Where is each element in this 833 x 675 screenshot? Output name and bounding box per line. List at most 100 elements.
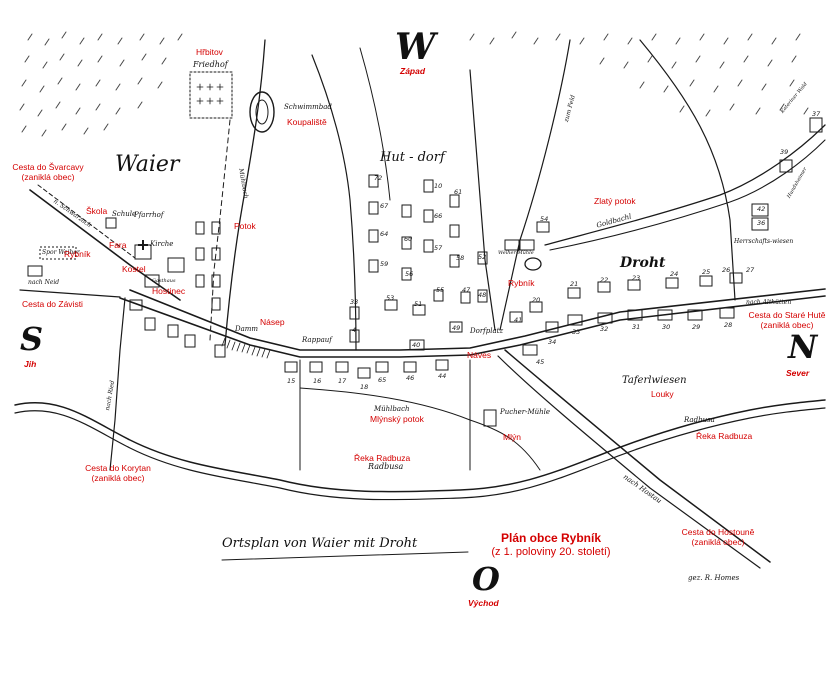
house-number: 21 bbox=[570, 280, 579, 288]
house-number: 55 bbox=[436, 286, 445, 294]
house-number: 27 bbox=[746, 266, 755, 274]
cemetery-outline bbox=[189, 71, 233, 119]
hw-signature: gez. R. Homes bbox=[688, 574, 740, 582]
hw-friedhof: Friedhof bbox=[193, 60, 228, 69]
label-cesta-hostoune: Cesta do Hostouně (zaniklá obec) bbox=[681, 527, 755, 547]
label-cesta-svarcavy: Cesta do Švarcavy (zaniklá obec) bbox=[12, 162, 84, 182]
church-cross bbox=[138, 240, 148, 250]
house-number: 72 bbox=[374, 174, 383, 182]
house-number: 46 bbox=[406, 374, 415, 382]
house-number: 16 bbox=[313, 377, 322, 385]
label-rybnik-west: Rybník bbox=[64, 249, 91, 259]
hw-tafelwiesen: Taferlwiesen bbox=[622, 375, 687, 386]
house-number: 57 bbox=[434, 244, 443, 252]
road-hutdorf-west bbox=[311, 54, 357, 351]
hw-damm: Damm bbox=[235, 325, 259, 333]
house-number: 44 bbox=[438, 372, 447, 380]
house-number: 17 bbox=[338, 377, 347, 385]
house-number: 54 bbox=[540, 215, 549, 223]
hw-rappauf: Rappauf bbox=[302, 336, 332, 344]
house-number: 40 bbox=[412, 341, 421, 349]
house-number: 4 bbox=[352, 326, 357, 334]
hw-gasthaus: Gasthaus bbox=[152, 278, 176, 284]
house-number: 59 bbox=[380, 260, 389, 268]
house-number: 36 bbox=[757, 219, 766, 227]
house-number: 67 bbox=[380, 202, 389, 210]
house-number: 41 bbox=[514, 316, 523, 324]
house-number: 53 bbox=[386, 294, 395, 302]
label-zlaty-potok: Zlatý potok bbox=[594, 196, 636, 206]
road-to-zavisti bbox=[19, 289, 121, 298]
river-radbuza bbox=[14, 399, 826, 493]
label-mlynsky-potok: Mlýnský potok bbox=[370, 414, 424, 424]
label-hostinec: Hostinec bbox=[152, 286, 186, 296]
label-skola: Škola bbox=[86, 206, 108, 216]
house-number: 66 bbox=[434, 212, 443, 220]
hw-nach-althutten: nach Althütten bbox=[746, 299, 792, 306]
compass-south-letter: S bbox=[20, 320, 44, 358]
hw-schule: Schule bbox=[112, 210, 137, 218]
house-number: 64 bbox=[380, 230, 389, 238]
house-number: 22 bbox=[600, 276, 609, 284]
compass-north-label: Sever bbox=[786, 368, 810, 378]
compass-north-letter: N bbox=[788, 328, 818, 366]
label-koupaliste: Koupaliště bbox=[287, 117, 327, 127]
hw-village-waier: Waier bbox=[115, 152, 180, 177]
stream-zlaty-potok bbox=[544, 124, 826, 246]
forest-marks-west bbox=[19, 31, 183, 137]
house-number: 56 bbox=[405, 270, 414, 278]
label-cesta-zavisti: Cesta do Závisti bbox=[22, 299, 83, 309]
label-mlyn: Mlýn bbox=[503, 432, 521, 442]
house-number: 65 bbox=[378, 376, 387, 384]
house-number: 34 bbox=[548, 338, 557, 346]
house-number: 52 bbox=[478, 253, 487, 261]
hw-radbusa-east: Radbusa bbox=[684, 416, 715, 424]
compass-west-letter: W bbox=[395, 26, 436, 68]
label-cesta-stare-hute: Cesta do Staré Hutě (zaniklá obec) bbox=[748, 310, 826, 330]
road-to-svarcavy bbox=[29, 189, 181, 301]
hw-kirche: Kirche bbox=[150, 240, 174, 248]
house-number: 28 bbox=[724, 321, 733, 329]
hw-nach-neid: nach Neid bbox=[28, 279, 60, 286]
house-number: 33 bbox=[350, 298, 359, 306]
label-kostel: Kostel bbox=[122, 264, 146, 274]
house-number: 18 bbox=[360, 383, 369, 391]
house-number: 24 bbox=[670, 270, 679, 278]
swimming-pond bbox=[249, 91, 275, 133]
buildings bbox=[27, 117, 823, 427]
map-subtitle: (z 1. poloviny 20. století) bbox=[491, 546, 611, 558]
house-number: 10 bbox=[434, 182, 443, 190]
house-number: 26 bbox=[722, 266, 731, 274]
label-rybnik-east: Rybník bbox=[508, 278, 535, 288]
house-number: 39 bbox=[780, 148, 789, 156]
house-number: 45 bbox=[536, 358, 545, 366]
label-reka-radbuza-center: Řeka Radbuza bbox=[354, 453, 411, 463]
house-number: 31 bbox=[632, 323, 641, 331]
compass-west-label: Západ bbox=[400, 66, 426, 76]
hw-weiher-muhle: Weiher-Mühle bbox=[498, 250, 534, 256]
house-number: 30 bbox=[662, 323, 671, 331]
house-number: 49 bbox=[452, 324, 461, 332]
hw-dorfplatz: Dorfplatz bbox=[470, 327, 504, 335]
label-louky: Louky bbox=[651, 389, 674, 399]
house-number: 15 bbox=[287, 377, 296, 385]
label-cesta-korytan: Cesta do Korytan (zaniklá obec) bbox=[85, 463, 151, 483]
compass-east-letter: O bbox=[472, 560, 500, 598]
hw-village-hutdorf: Hut - dorf bbox=[380, 150, 445, 165]
house-number: 23 bbox=[632, 274, 641, 282]
house-number: 48 bbox=[478, 291, 487, 299]
hw-pfarrhof: Pfarrhof bbox=[134, 211, 164, 219]
hw-muhlbach-south: Mühlbach bbox=[374, 405, 410, 413]
road-hutdorf-east bbox=[469, 69, 496, 331]
house-number: 25 bbox=[702, 268, 711, 276]
hw-radbusa-center: Radbusa bbox=[368, 462, 404, 471]
map-title: Plán obce Rybník bbox=[500, 531, 602, 545]
hw-pucher-muhle: Pucher-Mühle bbox=[500, 408, 551, 416]
house-number: 37 bbox=[812, 110, 821, 118]
house-number: 60 bbox=[404, 235, 413, 243]
hw-village-droht: Droht bbox=[620, 255, 666, 271]
forest-marks-east bbox=[469, 31, 809, 117]
house-number: 51 bbox=[414, 300, 423, 308]
road-to-hostoune bbox=[504, 349, 771, 563]
